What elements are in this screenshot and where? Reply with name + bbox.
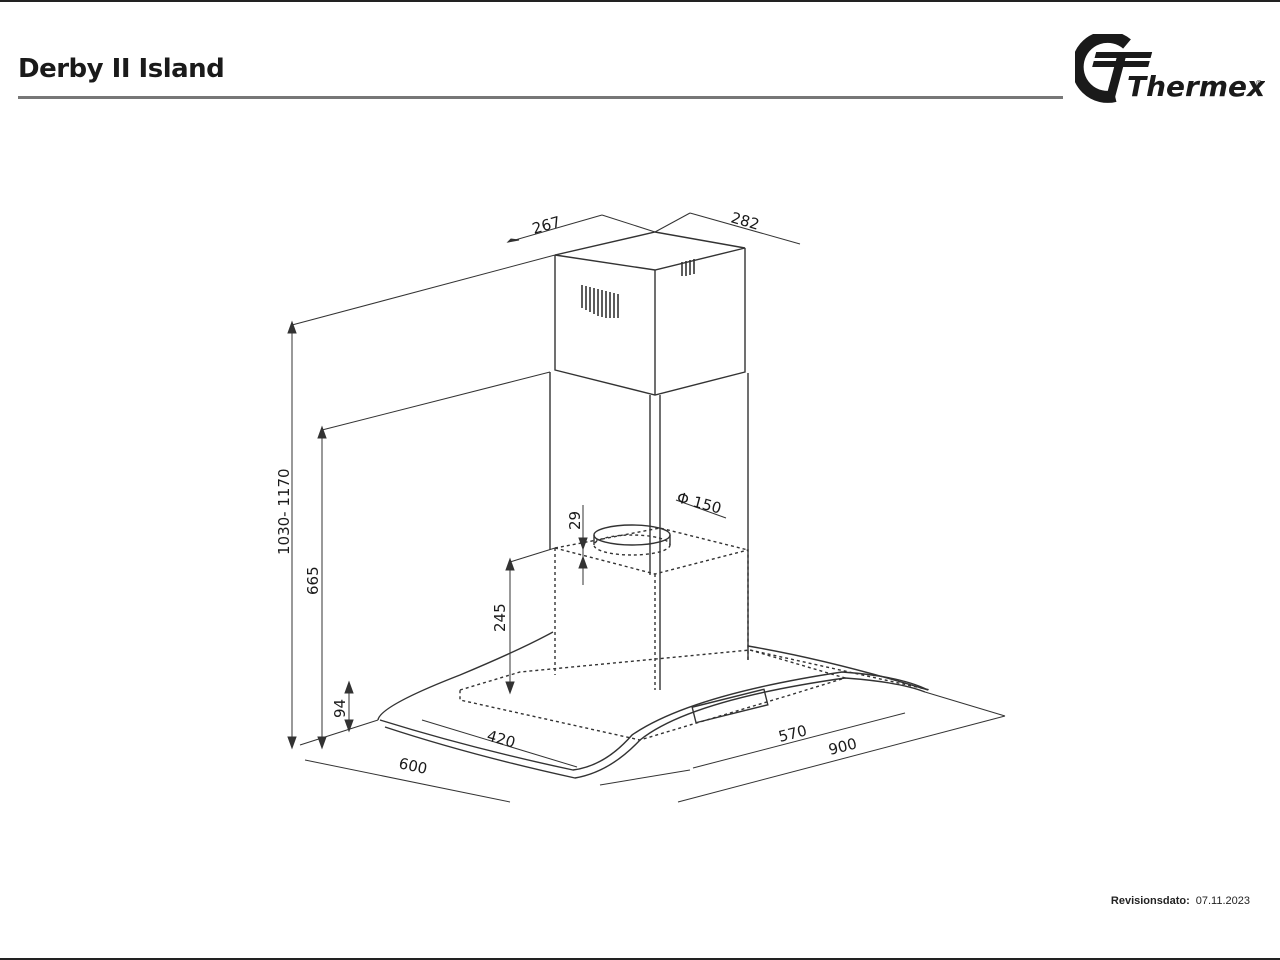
page-title: Derby II Island	[18, 54, 225, 84]
dimension-lines	[287, 212, 1006, 803]
dim-chimney-depth: 282	[729, 209, 761, 234]
dim-body-width: 570	[777, 721, 809, 745]
bottom-border	[0, 958, 1280, 960]
header-divider	[18, 96, 1063, 99]
dim-chimney-width: 267	[530, 213, 562, 238]
vent-slots-right	[681, 259, 695, 276]
dim-chimney-lower: 665	[304, 566, 322, 595]
revision-date: 07.11.2023	[1195, 895, 1250, 907]
revision-label: Revisionsdato:	[1110, 895, 1190, 907]
dim-hood-body: 245	[491, 603, 509, 632]
dim-motor-offset: 29	[566, 511, 584, 530]
logo-c-mark	[1075, 34, 1131, 103]
logo-wordmark: Thermex	[1127, 70, 1265, 103]
control-panel	[691, 688, 769, 724]
revision-footer: Revisionsdato: 07.11.2023	[1111, 895, 1250, 907]
vent-slots-left	[581, 285, 619, 318]
chimney-upper-front	[554, 248, 746, 396]
glass-canopy-left-edge	[377, 631, 554, 721]
glass-canopy-front-edge	[384, 677, 926, 779]
top-border	[0, 0, 1280, 2]
dim-glass-thickness: 94	[331, 699, 349, 718]
hood-body-hidden-edges	[459, 527, 931, 741]
thermex-logo: Thermex ®	[1075, 34, 1265, 103]
dim-total-height: 1030- 1170	[275, 468, 293, 555]
dim-body-depth: 420	[485, 727, 517, 752]
hood-outline	[377, 231, 931, 779]
dim-canopy-depth: 600	[397, 754, 429, 778]
dim-outlet-diameter: Φ 150	[675, 488, 723, 517]
svg-text:®: ®	[1255, 79, 1263, 88]
